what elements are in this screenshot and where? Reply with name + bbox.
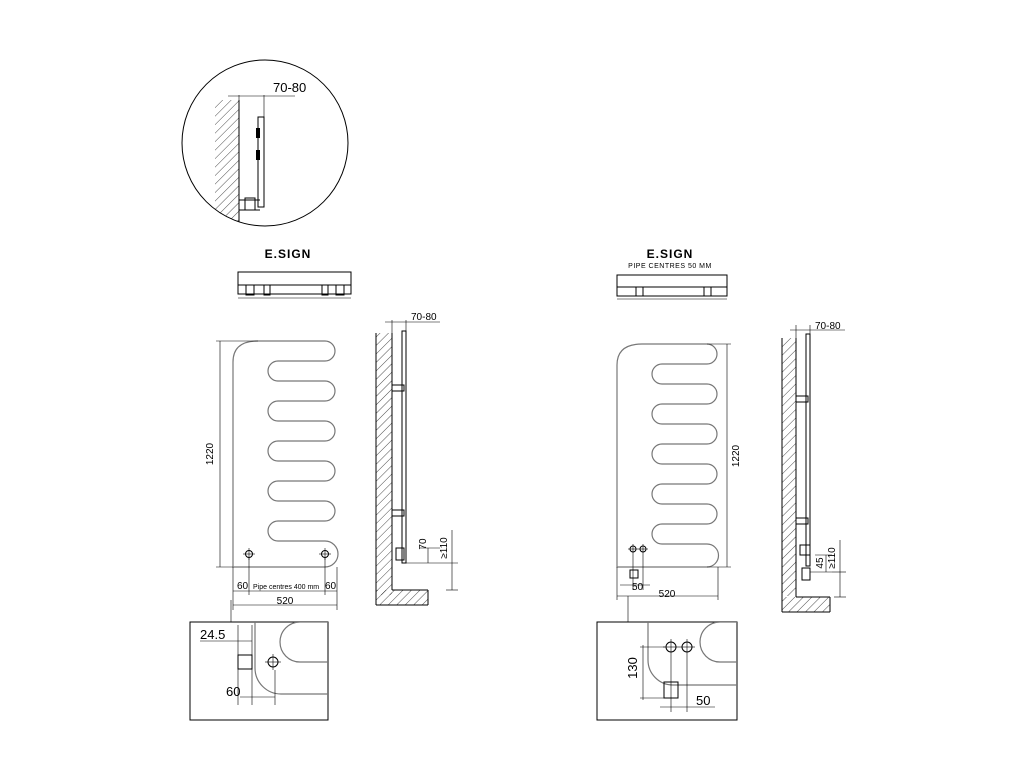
right-detail-spacing-label: 50 <box>696 693 710 708</box>
left-side-offset-label: 70-80 <box>411 312 437 323</box>
left-top-view <box>237 271 352 299</box>
right-front-view: 1220 50 520 <box>616 343 742 622</box>
right-side-view: 70-80 45 ≥110 <box>781 321 846 613</box>
right-width-label: 520 <box>659 589 676 600</box>
left-pipe-height-label: 70 <box>418 538 429 550</box>
right-subtitle: PIPE CENTRES 50 MM <box>628 263 712 270</box>
wall-mount-detail-circle: 70-80 <box>181 59 349 227</box>
right-pipe-spacing-label: 50 <box>632 582 644 593</box>
left-pipe-centres-label: Pipe centres 400 mm <box>253 584 319 591</box>
left-edge-right-label: 60 <box>325 581 337 592</box>
left-title: E.SIGN <box>265 247 312 261</box>
left-radiator-outline <box>232 340 339 568</box>
left-front-view: 1220 60 Pipe centres 400 mm 60 520 <box>205 340 339 622</box>
left-edge-left-label: 60 <box>237 581 249 592</box>
left-width-label: 520 <box>277 596 294 607</box>
right-detail-box: 130 50 <box>596 621 738 721</box>
right-title: E.SIGN <box>647 247 694 261</box>
detail-offset-label: 70-80 <box>273 80 306 95</box>
right-side-offset-label: 70-80 <box>815 321 841 332</box>
right-pipe-height-label: 45 <box>815 557 826 569</box>
left-detail-horizontal-label: 24.5 <box>200 627 225 642</box>
right-detail-vertical-label: 130 <box>625 657 640 679</box>
right-floor-min-label: ≥110 <box>827 547 838 569</box>
left-height-label: 1220 <box>205 442 216 465</box>
right-version: E.SIGN PIPE CENTRES 50 MM 1220 <box>596 247 846 721</box>
left-floor-min-label: ≥110 <box>439 537 450 559</box>
left-detail-box: 24.5 60 <box>189 621 329 721</box>
right-height-label: 1220 <box>731 444 742 467</box>
right-radiator-outline <box>616 343 720 568</box>
left-side-view: 70-80 70 ≥110 <box>375 312 458 606</box>
left-detail-bottom-label: 60 <box>226 684 240 699</box>
left-version: E.SIGN 1220 <box>189 247 458 721</box>
right-top-view <box>616 274 728 300</box>
